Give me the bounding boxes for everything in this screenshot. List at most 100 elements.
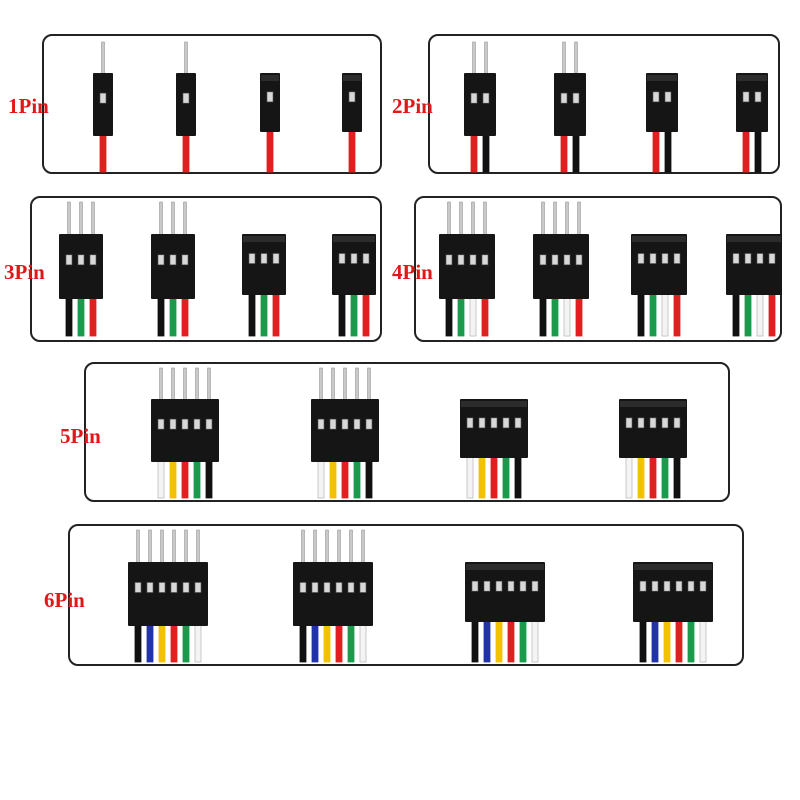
- terminal-window: [365, 418, 373, 430]
- wire: [563, 296, 571, 337]
- wire: [272, 292, 280, 337]
- terminal-window: [673, 417, 681, 429]
- wire: [481, 296, 489, 337]
- terminal-window: [193, 418, 201, 430]
- terminal-window: [478, 417, 486, 429]
- terminal-window: [742, 91, 750, 103]
- label-1pin: 1Pin: [8, 94, 49, 118]
- 4pin-male-connector-1: [439, 201, 495, 337]
- wire: [649, 292, 657, 337]
- terminal-window: [519, 580, 527, 592]
- 1pin-male-connector-2: [176, 41, 196, 173]
- terminal-window: [675, 580, 683, 592]
- wire: [193, 459, 201, 499]
- connector-housing: [93, 73, 113, 136]
- terminal-window: [483, 580, 491, 592]
- wire: [338, 292, 346, 337]
- housing-top-face: [261, 75, 279, 81]
- terminal-window: [732, 253, 740, 264]
- terminal-window: [639, 580, 647, 592]
- terminal-window: [673, 253, 681, 264]
- housing-top-face: [243, 236, 285, 242]
- terminal-window: [347, 582, 355, 593]
- terminal-window: [89, 254, 97, 266]
- terminal-window: [482, 92, 490, 104]
- wire: [490, 455, 498, 499]
- wire: [89, 296, 97, 337]
- terminal-window: [572, 92, 580, 104]
- panel-6pin: [68, 524, 744, 666]
- wire: [519, 619, 527, 663]
- connector-housing: [151, 399, 219, 462]
- wire: [157, 296, 165, 337]
- terminal-window: [687, 580, 695, 592]
- terminal-window: [299, 582, 307, 593]
- terminal-window: [341, 418, 349, 430]
- wire: [348, 129, 356, 173]
- terminal-window: [637, 253, 645, 264]
- terminal-window: [182, 582, 190, 593]
- terminal-window: [445, 254, 453, 266]
- terminal-window: [99, 92, 107, 104]
- connector-housing: [619, 399, 687, 458]
- 2pin-female-connector-4: [736, 73, 768, 173]
- wire: [744, 292, 752, 337]
- housing-top-face: [737, 75, 767, 81]
- terminal-window: [470, 92, 478, 104]
- terminal-window: [266, 91, 274, 103]
- terminal-window: [157, 418, 165, 430]
- terminal-window: [649, 417, 657, 429]
- terminal-window: [466, 417, 474, 429]
- wire: [169, 459, 177, 499]
- wire: [514, 455, 522, 499]
- wire: [673, 455, 681, 499]
- terminal-window: [169, 254, 177, 266]
- wire: [507, 619, 515, 663]
- wire: [182, 623, 190, 663]
- connector-housing: [128, 562, 208, 626]
- wire: [353, 459, 361, 499]
- wire: [311, 623, 319, 663]
- 5pin-female-connector-4: [619, 399, 687, 499]
- connector-housing: [260, 73, 280, 132]
- terminal-window: [157, 254, 165, 266]
- terminal-window: [563, 254, 571, 266]
- connector-housing: [464, 73, 496, 136]
- housing-top-face: [466, 564, 544, 570]
- 1pin-female-connector-3: [260, 73, 280, 173]
- terminal-window: [311, 582, 319, 593]
- terminal-window: [338, 253, 346, 264]
- terminal-window: [348, 91, 356, 103]
- housing-top-face: [634, 564, 712, 570]
- terminal-window: [323, 582, 331, 593]
- terminal-window: [317, 418, 325, 430]
- terminal-window: [768, 253, 776, 264]
- wire: [359, 623, 367, 663]
- wire: [768, 292, 776, 337]
- terminal-window: [182, 92, 190, 104]
- terminal-window: [663, 580, 671, 592]
- terminal-window: [260, 253, 268, 264]
- 6pin-male-connector-1: [128, 529, 208, 663]
- wire: [194, 623, 202, 663]
- terminal-window: [169, 418, 177, 430]
- wire: [146, 623, 154, 663]
- wire: [466, 455, 474, 499]
- wire: [134, 623, 142, 663]
- wire: [335, 623, 343, 663]
- 5pin-male-connector-1: [151, 367, 219, 499]
- terminal-window: [469, 254, 477, 266]
- connector-housing: [176, 73, 196, 136]
- wire: [169, 296, 177, 337]
- connector-housing: [631, 234, 687, 295]
- wire: [365, 459, 373, 499]
- wire: [699, 619, 707, 663]
- wire: [649, 455, 657, 499]
- terminal-window: [359, 582, 367, 593]
- terminal-window: [272, 253, 280, 264]
- 5pin-male-connector-2: [311, 367, 379, 499]
- terminal-window: [514, 417, 522, 429]
- connector-housing: [293, 562, 373, 626]
- connector-housing: [59, 234, 103, 299]
- wire: [502, 455, 510, 499]
